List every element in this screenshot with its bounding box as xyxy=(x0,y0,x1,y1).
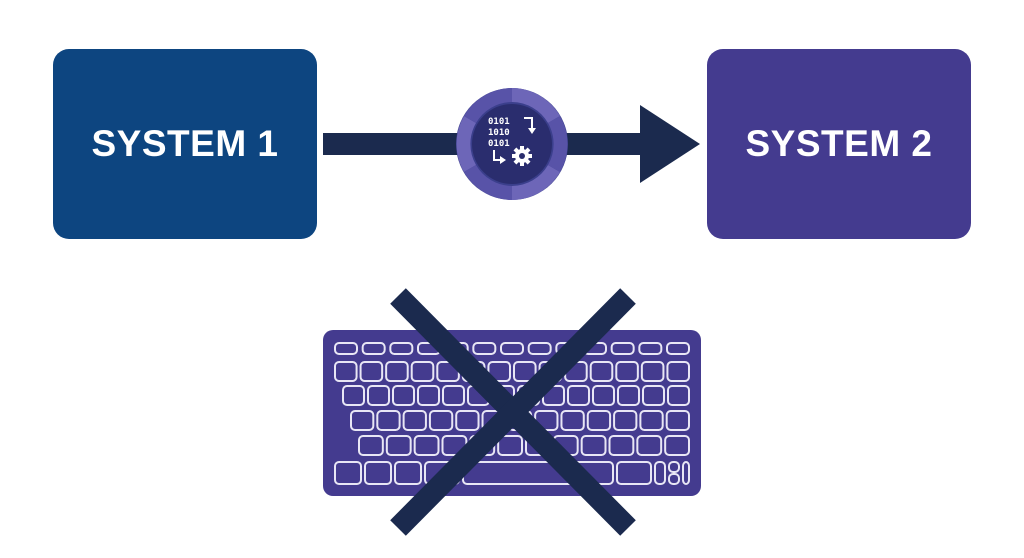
keyboard-key xyxy=(636,435,663,456)
keyboard-key xyxy=(513,361,537,382)
keyboard-key xyxy=(666,342,690,355)
keyboard-key xyxy=(342,385,365,406)
system-2-box: SYSTEM 2 xyxy=(707,49,971,239)
keyboard-key xyxy=(613,410,638,431)
keyboard-key xyxy=(385,361,409,382)
binary-row: 1010 xyxy=(488,128,510,138)
keyboard-key xyxy=(668,473,680,485)
keyboard-key xyxy=(497,435,523,456)
keyboard-key xyxy=(608,435,635,456)
system-2-label: SYSTEM 2 xyxy=(745,123,933,164)
keyboard-key xyxy=(617,385,640,406)
keyboard-key xyxy=(682,461,690,485)
binary-row: 0101 xyxy=(488,139,510,149)
keyboard-key xyxy=(616,461,652,485)
keyboard-key xyxy=(472,342,497,355)
cross-out-mark xyxy=(390,288,636,536)
keyboard-key xyxy=(560,410,585,431)
keyboard-key xyxy=(428,410,454,431)
keyboard-key xyxy=(642,385,665,406)
arrow-head xyxy=(640,105,700,183)
keyboard-key xyxy=(385,435,412,456)
keyboard-key xyxy=(359,361,384,382)
keyboard-key xyxy=(654,461,666,485)
keyboard-key xyxy=(417,385,440,406)
keyboard-key xyxy=(413,435,440,456)
keyboard-key xyxy=(640,361,665,382)
keyboard-key xyxy=(376,410,401,431)
keyboard-key xyxy=(442,385,465,406)
keyboard-key xyxy=(610,342,635,355)
keyboard-key xyxy=(589,361,614,382)
keyboard-key xyxy=(334,461,362,485)
keyboard-key xyxy=(364,461,392,485)
keyboard-key xyxy=(350,410,375,431)
gear-icon xyxy=(512,146,532,166)
keyboard-key xyxy=(394,461,422,485)
keyboard-key xyxy=(664,435,691,456)
keyboard-key xyxy=(392,385,415,406)
keyboard-key xyxy=(615,361,639,382)
keyboard-key xyxy=(592,385,615,406)
keyboard-key xyxy=(334,342,358,355)
keyboard-key xyxy=(358,435,384,456)
binary-row: 0101 xyxy=(488,117,510,127)
keyboard-key xyxy=(567,385,590,406)
keyboard-key xyxy=(638,342,663,355)
return-arrow-icon xyxy=(493,150,502,161)
keyboard-key xyxy=(500,342,524,355)
keyboard-key xyxy=(455,410,480,431)
keyboard-key xyxy=(667,385,690,406)
loop-arrow-icon xyxy=(524,117,533,130)
keyboard-key xyxy=(639,410,664,431)
keyboard-key xyxy=(527,342,552,355)
keyboard-key xyxy=(668,461,680,473)
keyboard-key xyxy=(361,342,386,355)
keyboard-key xyxy=(666,361,691,382)
keyboard-key xyxy=(367,385,390,406)
keyboard-key xyxy=(389,342,414,355)
keyboard-key xyxy=(580,435,607,456)
system-1-box: SYSTEM 1 xyxy=(53,49,317,239)
keyboard-key xyxy=(487,361,511,382)
keyboard-key xyxy=(334,361,358,382)
keyboard-key xyxy=(410,361,435,382)
system-1-label: SYSTEM 1 xyxy=(91,123,279,164)
keyboard-key xyxy=(402,410,427,431)
keyboard-key xyxy=(665,410,691,431)
keyboard-key xyxy=(586,410,612,431)
